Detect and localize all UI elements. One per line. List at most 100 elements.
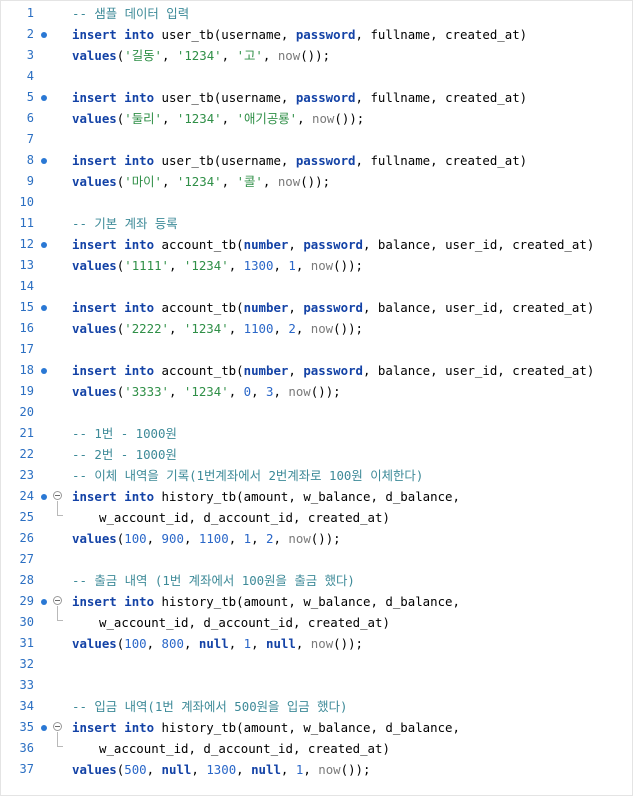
sql-keyword: values bbox=[72, 384, 117, 399]
fold-collapse-icon[interactable] bbox=[53, 491, 62, 500]
execution-marker-icon[interactable] bbox=[41, 599, 47, 605]
execution-marker-icon[interactable] bbox=[41, 368, 47, 374]
function-call: now bbox=[310, 321, 334, 336]
sql-keyword: values bbox=[72, 321, 117, 336]
code-line[interactable]: 11-- 기본 계좌 등록 bbox=[1, 213, 632, 234]
column-name: w_balance bbox=[303, 720, 371, 735]
column-list: w_account_id, d_account_id, created_at) bbox=[99, 615, 390, 630]
code-line[interactable]: 34-- 입금 내역(1번 계좌에서 500원을 입금 했다) bbox=[1, 696, 632, 717]
sql-keyword: into bbox=[124, 363, 155, 378]
sql-comment: -- 입금 내역(1번 계좌에서 500원을 입금 했다) bbox=[72, 699, 348, 714]
code-line[interactable]: 4 bbox=[1, 66, 632, 87]
code-line[interactable]: 20 bbox=[1, 402, 632, 423]
value-literal: 100 bbox=[124, 636, 147, 651]
sql-keyword: into bbox=[124, 90, 155, 105]
column-name: created_at bbox=[512, 363, 587, 378]
value-literal: '애기공룡' bbox=[236, 111, 298, 126]
code-text: insert into history_tb(amount, w_balance… bbox=[72, 489, 460, 504]
column-name: password bbox=[303, 237, 363, 252]
code-text: -- 출금 내역 (1번 계좌에서 100원을 출금 했다) bbox=[72, 570, 355, 591]
code-text: values('마이', '1234', '콜', now()); bbox=[72, 174, 331, 189]
code-line[interactable]: 7 bbox=[1, 129, 632, 150]
column-name: fullname bbox=[370, 90, 431, 105]
code-line[interactable]: 22-- 2번 - 1000원 bbox=[1, 444, 632, 465]
execution-marker-icon[interactable] bbox=[41, 158, 47, 164]
line-number: 18 bbox=[19, 363, 34, 377]
sql-keyword: insert bbox=[72, 300, 117, 315]
table-name: history_tb bbox=[161, 489, 237, 504]
line-number: 5 bbox=[26, 90, 34, 104]
code-line[interactable]: 10 bbox=[1, 192, 632, 213]
fold-collapse-icon[interactable] bbox=[53, 722, 62, 731]
code-line[interactable]: 17 bbox=[1, 339, 632, 360]
code-line[interactable]: 28-- 출금 내역 (1번 계좌에서 100원을 출금 했다) bbox=[1, 570, 632, 591]
column-name: number bbox=[243, 300, 289, 315]
column-name: password bbox=[295, 27, 356, 42]
execution-marker-icon[interactable] bbox=[41, 494, 47, 500]
code-line[interactable]: 27 bbox=[1, 549, 632, 570]
value-literal: null bbox=[251, 762, 281, 777]
code-line[interactable]: 21-- 1번 - 1000원 bbox=[1, 423, 632, 444]
value-literal: 100 bbox=[124, 531, 147, 546]
fold-guide-line bbox=[57, 501, 63, 516]
code-text: insert into account_tb(number, password,… bbox=[72, 300, 595, 315]
code-line[interactable]: 1-- 샘플 데이터 입력 bbox=[1, 3, 632, 24]
sql-keyword: insert bbox=[72, 363, 117, 378]
code-line[interactable]: 30 w_account_id, d_account_id, created_at… bbox=[1, 606, 632, 633]
code-text: -- 기본 계좌 등록 bbox=[72, 213, 178, 234]
function-call: now bbox=[277, 174, 301, 189]
column-name: created_at bbox=[445, 153, 520, 168]
value-literal: '둘리' bbox=[124, 111, 162, 126]
execution-marker-icon[interactable] bbox=[41, 725, 47, 731]
line-number: 23 bbox=[19, 468, 34, 482]
code-line[interactable]: 25 w_account_id, d_account_id, created_at… bbox=[1, 501, 632, 528]
line-number: 25 bbox=[19, 510, 34, 524]
code-line[interactable]: 23-- 이체 내역을 기록(1번계좌에서 2번계좌로 100원 이체한다) bbox=[1, 465, 632, 486]
column-name: created_at bbox=[445, 27, 520, 42]
sql-keyword: insert bbox=[72, 720, 117, 735]
sql-keyword: insert bbox=[72, 594, 117, 609]
code-line[interactable]: 32 bbox=[1, 654, 632, 675]
line-number: 33 bbox=[19, 678, 34, 692]
column-name: w_balance bbox=[303, 489, 371, 504]
code-text: insert into history_tb(amount, w_balance… bbox=[72, 594, 460, 609]
execution-marker-icon[interactable] bbox=[41, 95, 47, 101]
function-call: now bbox=[318, 762, 341, 777]
line-number: 36 bbox=[19, 741, 34, 755]
code-text: values('3333', '1234', 0, 3, now()); bbox=[72, 384, 341, 399]
column-name: fullname bbox=[370, 27, 431, 42]
line-number: 30 bbox=[19, 615, 34, 629]
fold-collapse-icon[interactable] bbox=[53, 596, 62, 605]
code-line[interactable]: 33 bbox=[1, 675, 632, 696]
execution-marker-icon[interactable] bbox=[41, 305, 47, 311]
sql-keyword: values bbox=[72, 258, 117, 273]
code-text: w_account_id, d_account_id, created_at) bbox=[99, 507, 390, 528]
execution-marker-icon[interactable] bbox=[41, 242, 47, 248]
code-line[interactable]: 14 bbox=[1, 276, 632, 297]
function-call: now bbox=[310, 258, 334, 273]
value-literal: '콜' bbox=[236, 174, 263, 189]
execution-marker-icon[interactable] bbox=[41, 32, 47, 38]
value-literal: '3333' bbox=[124, 384, 169, 399]
sql-keyword: into bbox=[124, 720, 155, 735]
